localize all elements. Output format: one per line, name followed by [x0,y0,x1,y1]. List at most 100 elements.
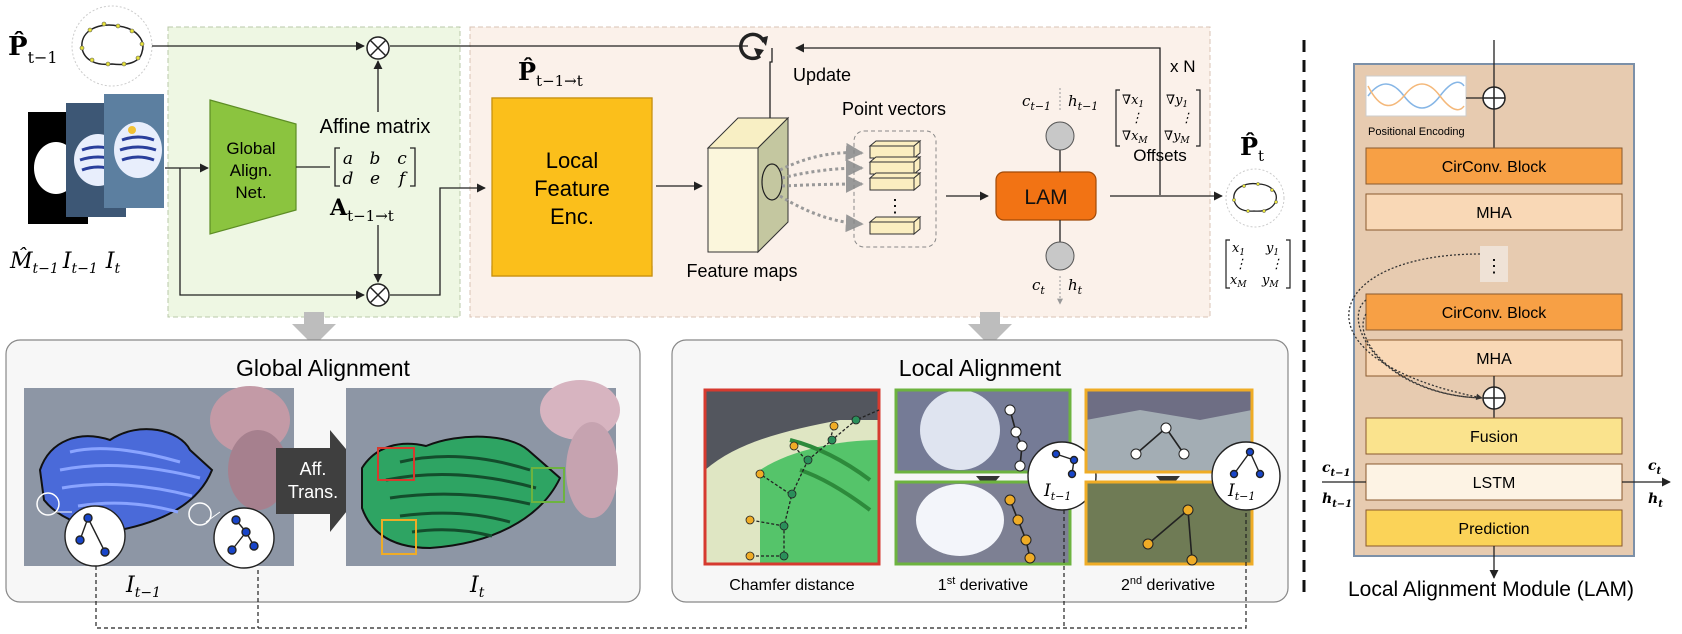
mha-block-2-label: MHA [1476,351,1512,368]
zoom-circle-left-2 [213,507,275,569]
feature-maps-cube [706,116,790,254]
mha-block-2 [1365,339,1623,377]
lstm-block [1365,463,1623,501]
prediction-block-label: Prediction [1458,521,1529,538]
offsets-bracket-right [1196,89,1201,147]
bottom-dashed-connector [95,510,1247,629]
svg-text:⋮: ⋮ [1180,111,1193,126]
svg-text:∇xM: ∇xM [1122,129,1148,146]
positional-encoding-label: Positional Encoding [1368,126,1465,138]
lam-caption: Local Alignment Module (LAM) [1348,578,1634,601]
global-alignment-title: Global Alignment [236,355,410,381]
h-prev-label: ht−1 [1068,92,1098,113]
zoom-circle-left-2-points [227,515,259,555]
local-enc-line3: Enc. [550,204,594,229]
global-label-right: It [469,573,485,601]
lam-h-in: ht−1 [1322,491,1352,510]
arrow-mult-to-enc [390,183,486,296]
chamfer-image [703,388,881,566]
local-alignment-title: Local Alignment [899,355,1062,381]
chamfer-points [745,415,861,561]
point-vectors-ellipsis: ⋮ [886,196,904,216]
contour-thumb-prev [71,5,153,87]
point-vectors-box [853,130,937,248]
grey-arrow-local [968,312,1012,346]
global-label-left: It−1 [125,573,161,601]
second-derivative-circle-points [1229,447,1265,479]
second-derivative-circle [1211,441,1281,511]
point-vector-bars [868,139,922,236]
svg-text:⋮: ⋮ [1234,257,1247,272]
lam-c-out: ct [1648,458,1662,477]
point-vectors-label: Point vectors [842,99,946,119]
circonv-block-1-label: CirConv. Block [1442,159,1548,176]
svg-text:a: a [343,149,353,169]
multiply-node-top [366,36,390,60]
svg-text:∇y1: ∇y1 [1166,93,1188,110]
circonv-block-2 [1365,293,1623,331]
svg-text:x1: x1 [1232,241,1245,258]
update-icon [739,32,768,61]
lam-h-out: ht [1648,491,1663,510]
aff-line1: Aff. [300,459,327,479]
contour-prev-points [79,21,145,67]
svg-text:⋮: ⋮ [1130,111,1143,126]
global-align-net [209,99,297,235]
svg-text:e: e [370,169,380,189]
arrow-update-to-maps [765,48,775,165]
contour-out-points [1232,182,1278,213]
p-out-label: P̂t [1240,132,1264,165]
lam-ellipsis: ⋮ [1485,256,1503,276]
svg-text:y1: y1 [1265,241,1279,258]
lam-box [995,171,1097,221]
p-prev-label: P̂t−1 [8,31,58,67]
a-matrix-label: At−1→t [329,195,394,225]
svg-text:yM: yM [1261,273,1279,290]
p-mid-label: P̂t−1→t [518,57,583,90]
global-net-line2: Align. [230,161,273,180]
first-derivative-circle-points [1051,449,1079,479]
out-bracket-right [1286,239,1291,289]
out-bracket-left [1225,239,1230,289]
local-enc-line2: Feature [534,176,610,201]
second-derivative-label: 2nd derivative [1121,575,1215,594]
update-label: Update [793,65,851,85]
first-derivative-circle-label: It−1 [1043,481,1071,503]
circonv-block-2-label: CirConv. Block [1442,305,1548,322]
mha-block-1-label: MHA [1476,205,1512,222]
svg-text:c: c [397,149,407,169]
add-node-top [1482,86,1506,110]
matrix-bracket-left [334,147,340,187]
aff-line2: Trans. [288,482,338,502]
first-derivative-circle [1027,441,1097,511]
multiply-node-bottom [366,283,390,307]
grey-arrow-global [292,312,336,346]
arrow-offsets-to-update [795,43,1161,195]
offsets-label: Offsets [1133,146,1187,165]
offsets-bracket-left [1115,89,1120,147]
affine-label: Affine matrix [320,116,431,138]
first-derivative-label: 1st derivative [938,575,1028,594]
second-derivative-circle-label: It−1 [1227,481,1255,503]
lstm-block-label: LSTM [1473,475,1516,492]
arrow-input-to-mult-bottom [179,168,365,300]
c-prev-label: ct−1 [1022,92,1051,113]
fish-image-right [346,380,620,566]
input-image-stack [28,94,164,224]
output-matrix: x1 y1 ⋮⋮ xM yM [1230,241,1283,290]
fusion-block [1365,417,1623,455]
zoom-circle-left-1-points [75,513,110,557]
mha-block-1 [1365,193,1623,231]
matrix-bracket-right [410,147,416,187]
svg-text:∇x1: ∇x1 [1122,93,1144,110]
prediction-block [1365,509,1623,547]
state-node-top [1045,121,1075,151]
lam-c-in: ct−1 [1322,460,1351,479]
zoom-circle-left-1 [64,505,126,567]
svg-text:∇yM: ∇yM [1164,129,1190,146]
h-t-label: ht [1068,276,1083,297]
local-enc-line1: Local [546,148,599,173]
